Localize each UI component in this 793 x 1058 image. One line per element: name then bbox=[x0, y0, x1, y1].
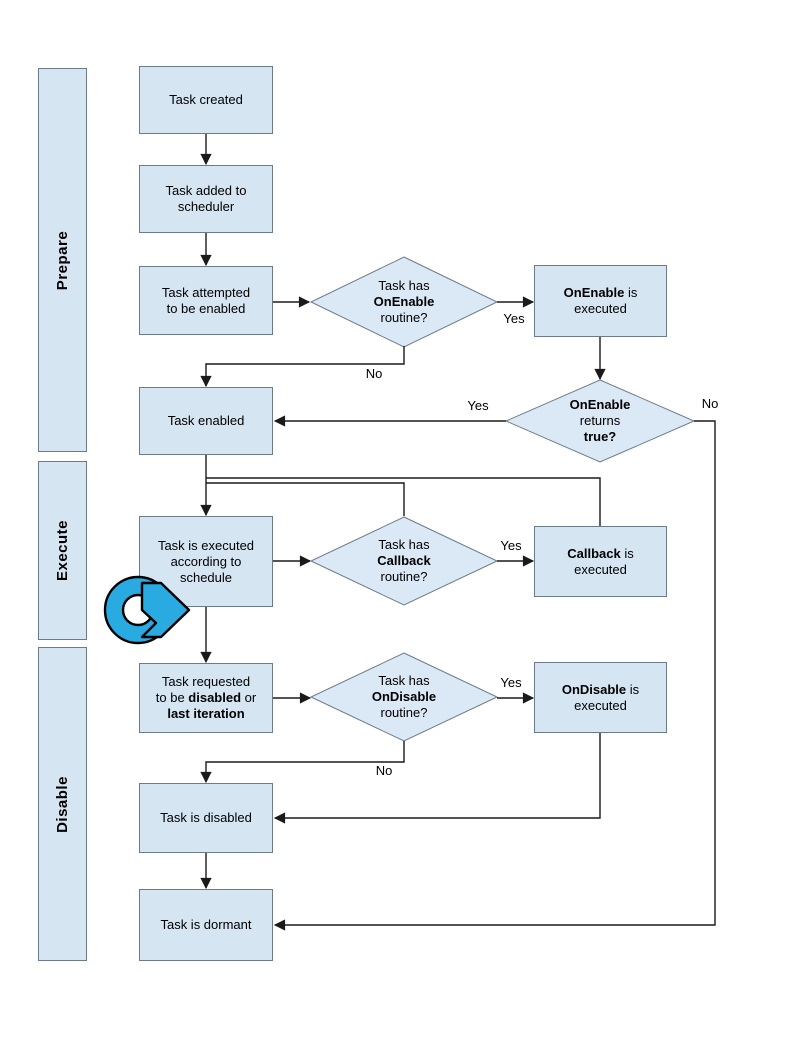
text-line: Task is executed bbox=[157, 537, 255, 553]
edge-branch-to-d3-top bbox=[206, 482, 405, 516]
text-line: executed bbox=[574, 301, 627, 316]
node-callback-executed: Callback is executed bbox=[534, 526, 667, 597]
node-task-disabled: Task is disabled bbox=[139, 783, 273, 853]
node-task-attempted: Task attempted to be enabled bbox=[139, 266, 273, 335]
text-line: to be enabled bbox=[166, 300, 246, 316]
text-line: scheduler bbox=[177, 199, 235, 214]
node-task-created: Task created bbox=[139, 66, 273, 134]
node-task-enabled: Task enabled bbox=[139, 387, 273, 455]
node-task-dormant: Task is dormant bbox=[139, 889, 273, 961]
edge-label-yes: Yes bbox=[467, 398, 489, 413]
text-line: according to bbox=[170, 553, 242, 569]
text-line: OnEnable bbox=[373, 294, 435, 309]
decision-has-callback: Task has Callback routine? bbox=[311, 517, 497, 605]
node-onenable-executed: OnEnable is executed bbox=[534, 265, 667, 337]
lane-prepare-label: Prepare bbox=[54, 230, 71, 290]
text-line: Task enabled bbox=[167, 413, 245, 428]
lane-disable-label: Disable bbox=[54, 775, 72, 833]
lane-execute: Execute bbox=[38, 461, 87, 640]
edge-label-yes: Yes bbox=[503, 311, 525, 326]
edge-ondisable-to-disabled bbox=[273, 733, 601, 824]
lane-disable: Disable bbox=[38, 647, 87, 961]
node-task-requested: Task requested to be disabled or last it… bbox=[139, 663, 273, 733]
text-line: last iteration bbox=[167, 706, 245, 721]
text-line: to be disabled or bbox=[155, 690, 257, 705]
text-line: OnDisable is bbox=[561, 681, 640, 697]
decision-returns-true: OnEnable returns true? bbox=[506, 380, 694, 462]
text-line: OnDisable bbox=[371, 689, 437, 704]
edge-label-yes: Yes bbox=[500, 538, 522, 553]
edge-label-no: No bbox=[365, 366, 383, 381]
edge-label-no: No bbox=[375, 763, 393, 778]
text-line: routine? bbox=[380, 705, 428, 720]
text-line: true? bbox=[583, 429, 617, 444]
text-line: Task has bbox=[378, 537, 430, 552]
edge-d4-no-to-disabled bbox=[200, 741, 405, 784]
text-line: Task has bbox=[378, 673, 430, 688]
text-line: Task added to bbox=[165, 183, 247, 198]
lane-prepare: Prepare bbox=[38, 68, 87, 452]
text-line: routine? bbox=[380, 569, 428, 584]
node-task-executed: Task is executed according to schedule bbox=[139, 516, 273, 607]
text-line: routine? bbox=[380, 310, 428, 325]
text-line: Task has bbox=[378, 278, 430, 293]
text-line: Task created bbox=[169, 92, 243, 107]
text-line: executed bbox=[574, 561, 627, 577]
node-task-added: Task added to scheduler bbox=[139, 165, 273, 233]
lane-execute-label: Execute bbox=[54, 519, 72, 582]
text-line: Callback is bbox=[567, 545, 634, 561]
text-line: Task is disabled bbox=[160, 810, 252, 825]
text-line: returns bbox=[579, 413, 621, 428]
text-line: executed bbox=[574, 697, 627, 713]
text-line: Task requested bbox=[161, 674, 251, 689]
text-line: Task is dormant bbox=[160, 917, 252, 932]
edge-label-yes: Yes bbox=[500, 675, 522, 690]
text-line: schedule bbox=[179, 569, 233, 585]
node-ondisable-executed: OnDisable is executed bbox=[534, 662, 667, 733]
text-line: OnEnable bbox=[569, 397, 631, 412]
decision-has-ondisable: Task has OnDisable routine? bbox=[311, 653, 497, 741]
decision-has-onenable: Task has OnEnable routine? bbox=[311, 257, 497, 347]
text-line: Callback bbox=[377, 553, 431, 568]
text-line: OnEnable is bbox=[563, 285, 638, 300]
text-line: Task attempted bbox=[161, 284, 251, 300]
edge-label-no: No bbox=[701, 396, 719, 411]
